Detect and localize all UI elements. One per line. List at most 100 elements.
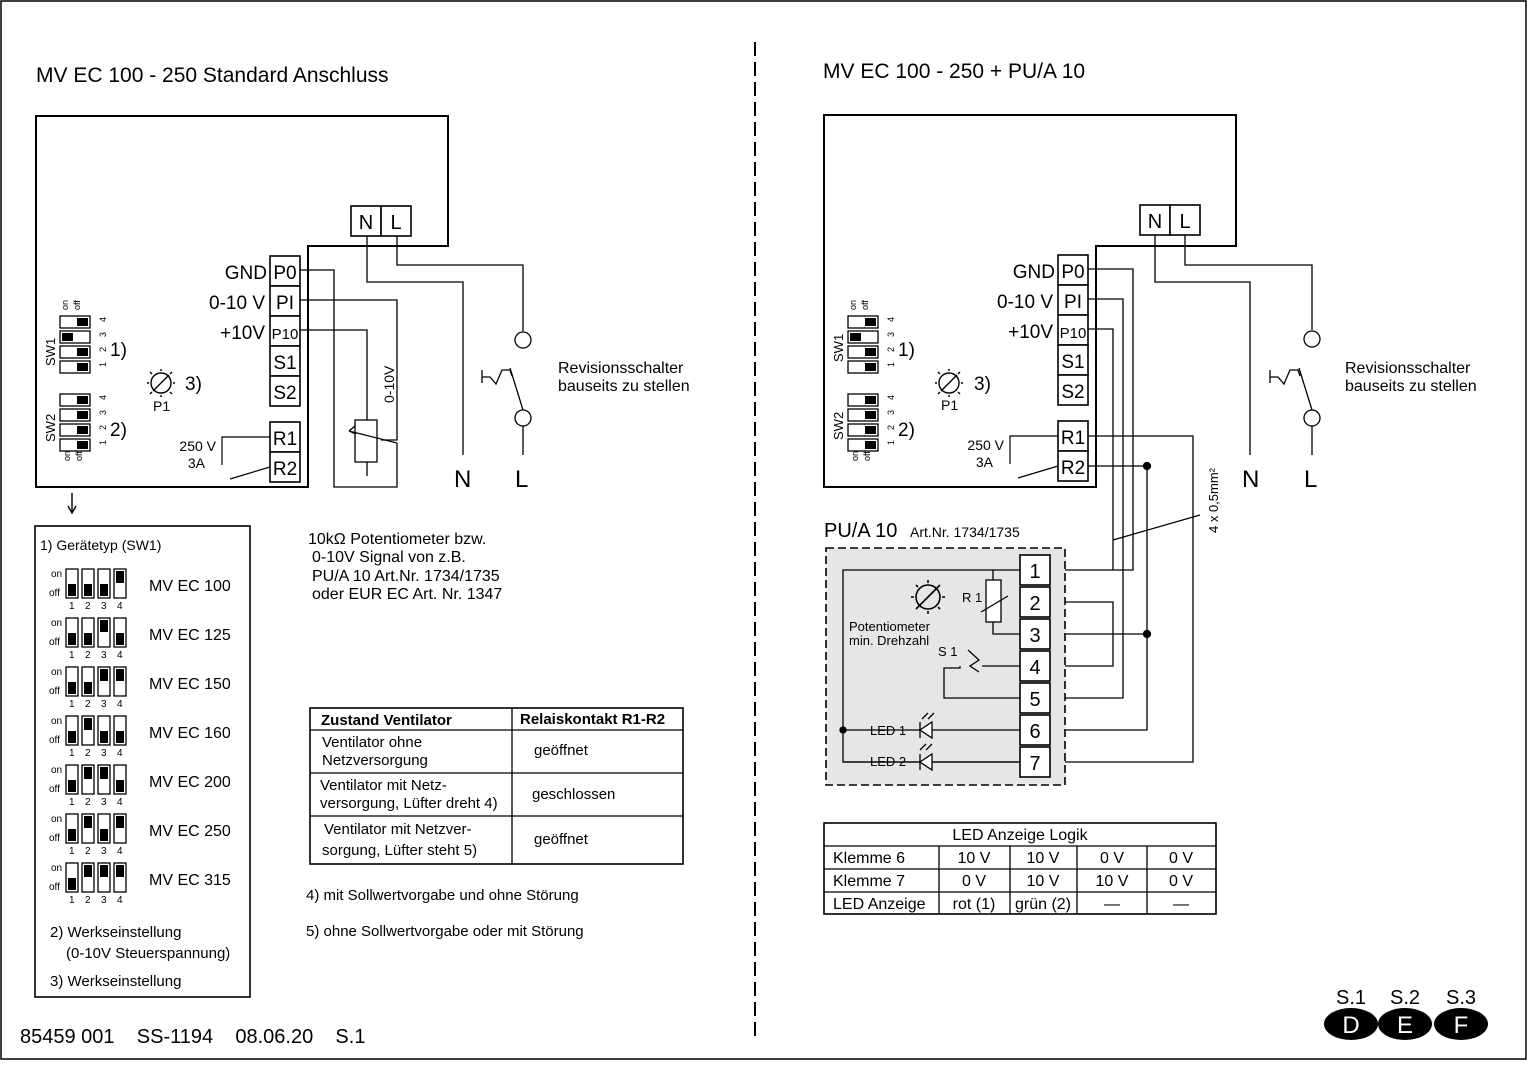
page-marker-number: S.1 xyxy=(1336,987,1366,1009)
legend-dip-knob xyxy=(84,816,92,828)
right-terminal-l: L xyxy=(1179,211,1190,233)
dip-knob xyxy=(865,411,876,419)
dip-knob xyxy=(865,348,876,356)
left-sw2-label: SW2 xyxy=(43,414,58,442)
sw-off-label-bottom: off xyxy=(74,451,84,461)
legend-dip-number: 1 xyxy=(69,846,75,857)
legend-dip-number: 2 xyxy=(85,895,91,906)
legend-off-label: off xyxy=(49,882,60,893)
legend-off-label: off xyxy=(49,686,60,697)
right-housing xyxy=(823,114,1237,488)
left-output-l: L xyxy=(515,466,528,493)
right-sw2-label: SW2 xyxy=(831,412,846,440)
led-table-cell: — xyxy=(1104,896,1120,913)
dip-number: 4 xyxy=(98,395,108,400)
left-note-2: 2) xyxy=(110,420,127,441)
legend-dip-knob xyxy=(84,718,92,730)
left-control-terminals: P0 PI P10 S1 S2 GND 0-10 V +10V xyxy=(209,255,301,407)
sw-off-label: off xyxy=(860,300,870,310)
legend-dip-knob xyxy=(68,731,76,743)
pua-led2-label: LED 2 xyxy=(870,754,906,769)
dip-knob xyxy=(77,426,88,434)
dip-number: 3 xyxy=(886,332,896,337)
legend-on-label: on xyxy=(51,618,62,629)
left-label-signal: 0-10 V xyxy=(209,293,265,314)
relay-row3-state-a: Ventilator mit Netzver- xyxy=(324,821,472,838)
left-switch-label-2: bauseits zu stellen xyxy=(558,378,690,395)
dip-number: 1 xyxy=(886,440,896,445)
legend-off-label: off xyxy=(49,833,60,844)
legend-dip-knob xyxy=(68,682,76,694)
legend-dip-knob xyxy=(116,731,124,743)
legend-dip-knob xyxy=(100,731,108,743)
dip-number: 3 xyxy=(98,410,108,415)
dip-knob xyxy=(77,441,88,449)
relay-row3-state-b: sorgung, Lüfter steht 5) xyxy=(322,842,477,859)
relay-row3-contact: geöffnet xyxy=(534,831,589,848)
right-label-signal: 0-10 V xyxy=(997,292,1053,313)
pot-note-line4: oder EUR EC Art. Nr. 1347 xyxy=(312,586,502,603)
dip-knob xyxy=(865,318,876,326)
right-output-n: N xyxy=(1242,466,1259,493)
legend-off-label: off xyxy=(49,588,60,599)
right-terminal-p10: P10 xyxy=(1060,325,1087,342)
left-terminal-p10: P10 xyxy=(272,326,299,343)
legend-dip-knob xyxy=(84,682,92,694)
footnote-5: 5) ohne Sollwertvorgabe oder mit Störung xyxy=(306,923,584,940)
legend-on-label: on xyxy=(51,765,62,776)
legend-dip-number: 1 xyxy=(69,650,75,661)
dip-knob xyxy=(865,441,876,449)
led-table-row-label: Klemme 7 xyxy=(833,873,905,890)
left-arrow-down xyxy=(67,493,77,515)
dip-number: 3 xyxy=(886,410,896,415)
right-supply-terminals: N L xyxy=(1139,204,1201,236)
relay-row2-state-a: Ventilator mit Netz- xyxy=(320,777,447,794)
dip-number: 4 xyxy=(886,317,896,322)
dip-number: 1 xyxy=(98,440,108,445)
pot-note-line2: 0-10V Signal von z.B. xyxy=(312,549,466,566)
legend-dip-knob xyxy=(68,878,76,890)
legend-dip-number: 4 xyxy=(117,846,123,857)
pua-terminal-number: 6 xyxy=(1029,721,1040,743)
footnote-4: 4) mit Sollwertvorgabe und ohne Störung xyxy=(306,887,579,904)
right-relay-current: 3A xyxy=(976,454,994,470)
led-table-cell: 10 V xyxy=(958,850,991,867)
pua-internal-wiring xyxy=(839,569,1020,772)
legend-dip-number: 2 xyxy=(85,650,91,661)
legend-dip-number: 2 xyxy=(85,846,91,857)
page-marker-number: S.3 xyxy=(1446,987,1476,1009)
legend-dip-knob xyxy=(84,633,92,645)
legend-dip-number: 4 xyxy=(117,748,123,759)
right-title: MV EC 100 - 250 + PU/A 10 xyxy=(823,60,1085,83)
led-table-cell: 10 V xyxy=(1027,850,1060,867)
legend-dip-number: 1 xyxy=(69,895,75,906)
led-table-cell: 0 V xyxy=(1100,850,1124,867)
page-markers: S.1DS.2ES.3F xyxy=(1324,987,1488,1040)
dip-knob xyxy=(77,411,88,419)
right-label-gnd: GND xyxy=(1013,262,1055,283)
legend-device-name: MV EC 250 xyxy=(149,823,231,840)
legend-dip-knob xyxy=(100,584,108,596)
legend-dip-number: 3 xyxy=(101,895,107,906)
pua-s1-label: S 1 xyxy=(938,644,958,659)
legend-note2-line2: (0-10V Steuerspannung) xyxy=(66,945,230,962)
legend-dip-number: 1 xyxy=(69,748,75,759)
left-supply-terminals: N L xyxy=(350,205,412,237)
pua-terminal-number: 3 xyxy=(1029,625,1040,647)
legend-dip-knob xyxy=(68,829,76,841)
pua-terminal-number: 1 xyxy=(1029,561,1040,583)
pua-pot-icon xyxy=(911,580,945,614)
legend-dip-knob xyxy=(68,633,76,645)
led-table-cell: 10 V xyxy=(1027,873,1060,890)
legend-dip-knob xyxy=(116,816,124,828)
dip-knob xyxy=(77,348,88,356)
page-marker-letter: F xyxy=(1454,1012,1469,1039)
legend-device-name: MV EC 315 xyxy=(149,872,231,889)
